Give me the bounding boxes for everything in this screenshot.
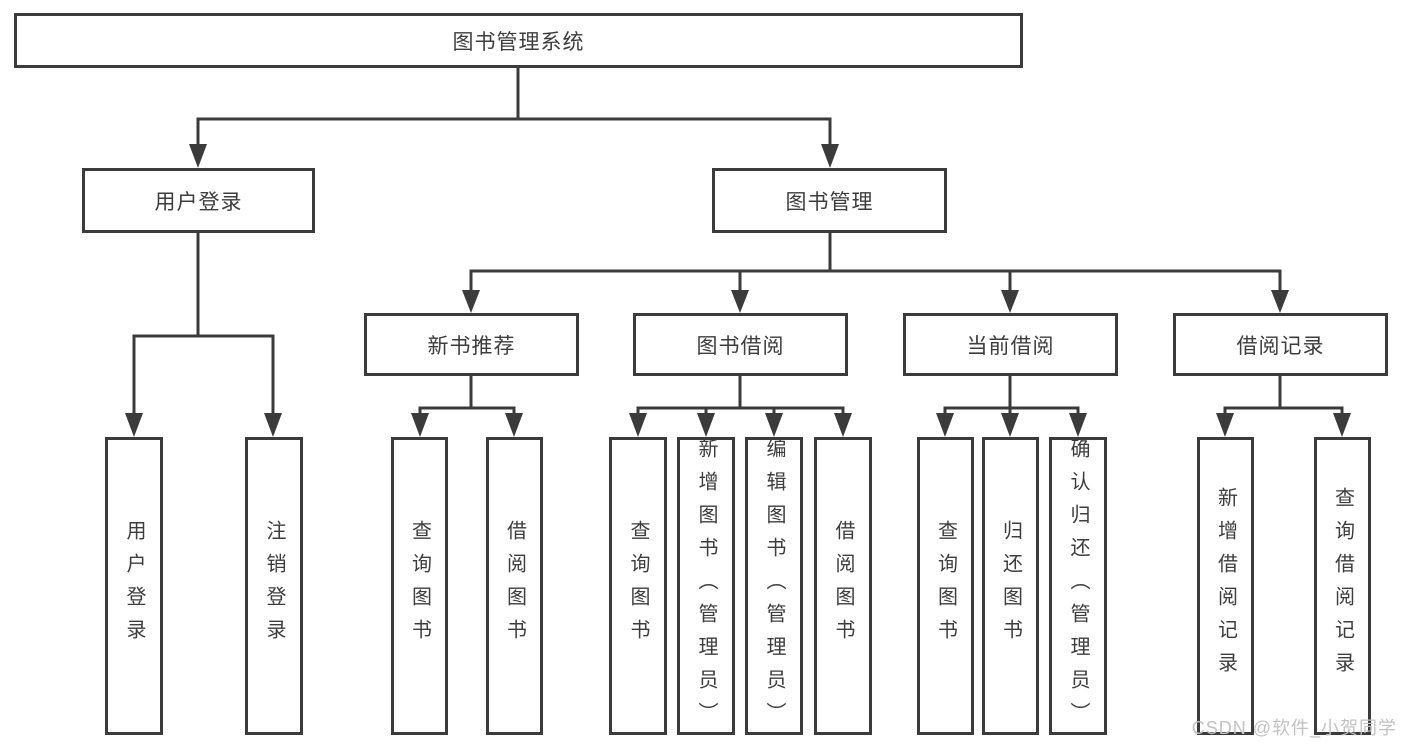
arrowhead-icon [1216, 413, 1234, 437]
arrowhead-icon [264, 413, 282, 437]
arrowhead-icon [821, 144, 839, 168]
node-label: 查询图书 [627, 520, 649, 652]
node-leaf-add-borrow-record: 新增借阅记录 [1197, 437, 1254, 735]
node-label: 用户登录 [123, 520, 145, 652]
node-leaf-query-book-recommend: 查询图书 [391, 437, 448, 735]
node-label: 图书管理系统 [452, 30, 585, 54]
arrowhead-icon [765, 413, 783, 437]
node-label: 查询借阅记录 [1331, 487, 1354, 685]
arrowhead-icon [125, 413, 143, 437]
node-label: 查询图书 [408, 520, 431, 652]
node-current-borrow: 当前借阅 [903, 313, 1118, 376]
arrowhead-icon [834, 413, 852, 437]
connector-new-book-recommend [411, 374, 523, 437]
arrowhead-icon [697, 413, 715, 437]
node-user-login: 用户登录 [82, 168, 315, 233]
node-leaf-logout: 注销登录 [245, 437, 303, 735]
connector-root [189, 66, 839, 168]
arrowhead-icon [411, 413, 429, 437]
connector-current-borrow [936, 374, 1087, 437]
node-label: 当前借阅 [966, 334, 1055, 358]
arrowhead-icon [731, 290, 749, 313]
node-label: 借阅图书 [832, 520, 854, 652]
node-label: 借阅图书 [503, 520, 526, 652]
node-leaf-borrow-book-recommend: 借阅图书 [486, 437, 543, 735]
node-label: 用户登录 [154, 190, 243, 214]
node-label: 注销登录 [263, 520, 285, 652]
node-leaf-edit-book-admin: 编辑图书（管理员） [745, 437, 803, 735]
connector-book-management [462, 231, 1289, 313]
connector-user-login [125, 231, 282, 437]
arrowhead-icon [189, 144, 207, 168]
node-label: 确认归还（管理员） [1067, 437, 1089, 735]
node-label: 图书借阅 [696, 334, 785, 358]
node-leaf-return-book: 归还图书 [982, 437, 1039, 735]
node-label: 新增借阅记录 [1214, 487, 1237, 685]
arrowhead-icon [1333, 413, 1351, 437]
node-label: 借阅记录 [1236, 334, 1325, 358]
node-borrow-records: 借阅记录 [1173, 313, 1388, 376]
connector-book-borrow [629, 374, 852, 437]
node-label: 编辑图书（管理员） [763, 437, 785, 735]
arrowhead-icon [1001, 413, 1019, 437]
connector-borrow-records [1216, 374, 1351, 437]
arrowhead-icon [1001, 290, 1019, 313]
node-leaf-add-book-admin: 新增图书（管理员） [677, 437, 735, 735]
arrowhead-icon [936, 413, 954, 437]
node-leaf-user-login: 用户登录 [105, 437, 163, 735]
node-leaf-query-borrow-record: 查询借阅记录 [1314, 437, 1371, 735]
watermark: CSDN @软件_小贺同学 [1191, 718, 1397, 738]
node-book-borrow: 图书借阅 [633, 313, 848, 376]
node-book-management: 图书管理 [712, 168, 947, 233]
node-library-management-system: 图书管理系统 [14, 13, 1023, 68]
arrowhead-icon [1069, 413, 1087, 437]
node-label: 新书推荐 [427, 334, 516, 358]
arrowhead-icon [505, 413, 523, 437]
node-label: 查询图书 [934, 520, 957, 652]
arrowhead-icon [629, 413, 647, 437]
node-leaf-confirm-return-admin: 确认归还（管理员） [1049, 437, 1107, 735]
node-label: 归还图书 [999, 520, 1022, 652]
node-new-book-recommend: 新书推荐 [364, 313, 579, 376]
arrowhead-icon [462, 290, 480, 313]
arrowhead-icon [1271, 290, 1289, 313]
node-leaf-query-book-borrow: 查询图书 [609, 437, 667, 735]
node-leaf-query-book-current: 查询图书 [917, 437, 974, 735]
node-leaf-borrow-book: 借阅图书 [814, 437, 872, 735]
node-label: 新增图书（管理员） [695, 437, 717, 735]
node-label: 图书管理 [785, 190, 874, 214]
